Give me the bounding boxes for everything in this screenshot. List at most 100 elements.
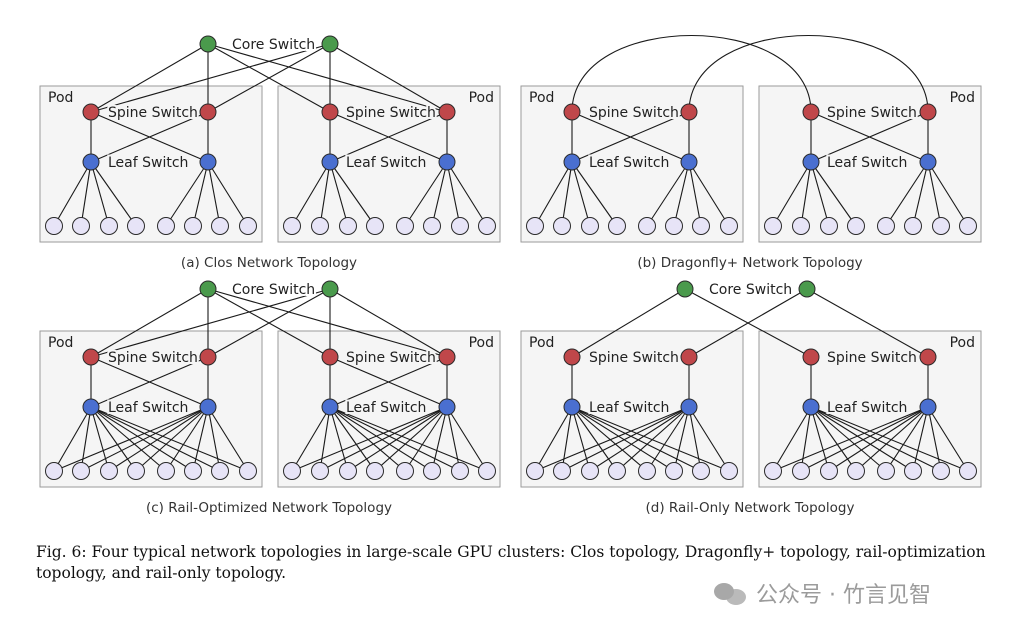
spine-label: Spine Switch xyxy=(346,350,436,366)
gpu-host-node xyxy=(72,462,90,480)
link-line xyxy=(165,406,209,472)
link-line xyxy=(90,406,249,472)
link-line xyxy=(772,406,929,472)
link-line xyxy=(207,43,448,113)
gpu-host-node xyxy=(184,462,202,480)
link-line xyxy=(165,161,209,227)
spine-label: Spine Switch xyxy=(827,350,917,366)
link-line xyxy=(90,111,209,163)
link-line xyxy=(810,111,929,163)
link-line xyxy=(207,43,331,113)
spine-switch-node xyxy=(802,348,820,366)
link-line xyxy=(646,406,690,472)
dragonfly-arc xyxy=(688,34,929,113)
link-line xyxy=(291,406,448,472)
link-line xyxy=(810,406,887,472)
leaf-label: Leaf Switch xyxy=(589,155,669,171)
link-line xyxy=(329,406,406,472)
link-line xyxy=(534,161,573,227)
spine-label: Spine Switch xyxy=(346,105,436,121)
gpu-host-node xyxy=(932,462,950,480)
link-line xyxy=(688,288,808,358)
link-line xyxy=(90,288,331,358)
gpu-host-node xyxy=(283,217,301,235)
gpu-host-node xyxy=(959,217,977,235)
gpu-host-node xyxy=(877,462,895,480)
core-switch-node xyxy=(199,280,217,298)
leaf-switch-node xyxy=(199,153,217,171)
link-line xyxy=(927,406,942,472)
gpu-host-node xyxy=(423,462,441,480)
link-line xyxy=(329,406,376,472)
gpu-host-node xyxy=(526,217,544,235)
link-line xyxy=(646,161,690,227)
gpu-host-node xyxy=(396,462,414,480)
gpu-host-node xyxy=(820,462,838,480)
gpu-host-node xyxy=(239,462,257,480)
leaf-label: Leaf Switch xyxy=(827,400,907,416)
link-line xyxy=(319,406,331,472)
leaf-label: Leaf Switch xyxy=(346,400,426,416)
link-line xyxy=(772,406,812,472)
gpu-host-node xyxy=(764,462,782,480)
gpu-host-node xyxy=(311,462,329,480)
spine-label: Spine Switch xyxy=(589,105,679,121)
link-line xyxy=(374,406,448,472)
link-line xyxy=(927,406,969,472)
link-line xyxy=(90,288,209,358)
link-line xyxy=(589,406,690,472)
gpu-host-node xyxy=(665,462,683,480)
gpu-host-node xyxy=(311,217,329,235)
link-line xyxy=(192,161,209,227)
gpu-host-node xyxy=(608,217,626,235)
gpu-host-node xyxy=(184,217,202,235)
leaf-switch-node xyxy=(199,398,217,416)
link-line xyxy=(571,406,675,472)
link-line xyxy=(561,406,690,472)
spine-switch-node xyxy=(199,103,217,121)
link-line xyxy=(571,111,690,163)
watermark-text: 公众号 · 竹言见智 xyxy=(756,583,931,608)
leaf-label: Leaf Switch xyxy=(108,400,188,416)
leaf-switch-node xyxy=(321,398,339,416)
link-line xyxy=(329,406,433,472)
gpu-host-node xyxy=(904,217,922,235)
link-line xyxy=(571,406,648,472)
link-line xyxy=(207,406,249,472)
link-line xyxy=(329,161,376,227)
gpu-host-node xyxy=(366,217,384,235)
panel-caption: (b) Dragonfly+ Network Topology xyxy=(637,255,862,271)
pod-label: Pod xyxy=(529,90,554,106)
gpu-host-node xyxy=(581,462,599,480)
gpu-host-node xyxy=(239,217,257,235)
link-line xyxy=(673,161,690,227)
link-line xyxy=(534,406,573,472)
leaf-switch-node xyxy=(563,398,581,416)
link-line xyxy=(800,406,812,472)
link-line xyxy=(800,161,812,227)
link-line xyxy=(329,111,448,163)
spine-switch-node xyxy=(919,103,937,121)
gpu-host-node xyxy=(423,217,441,235)
link-line xyxy=(329,356,448,408)
link-line xyxy=(319,161,331,227)
gpu-host-node xyxy=(211,462,229,480)
link-line xyxy=(688,161,730,227)
link-line xyxy=(53,161,92,227)
link-line xyxy=(291,406,331,472)
leaf-switch-node xyxy=(680,153,698,171)
gpu-host-node xyxy=(157,217,175,235)
link-line xyxy=(53,406,209,472)
link-line xyxy=(431,406,448,472)
leaf-switch-node xyxy=(438,398,456,416)
link-line xyxy=(329,161,349,227)
link-line xyxy=(431,161,448,227)
pod-box xyxy=(520,85,744,243)
spine-switch-node xyxy=(321,103,339,121)
link-line xyxy=(810,161,857,227)
gpu-host-node xyxy=(638,217,656,235)
link-line xyxy=(108,406,209,472)
link-line xyxy=(80,406,92,472)
spine-switch-node xyxy=(680,103,698,121)
